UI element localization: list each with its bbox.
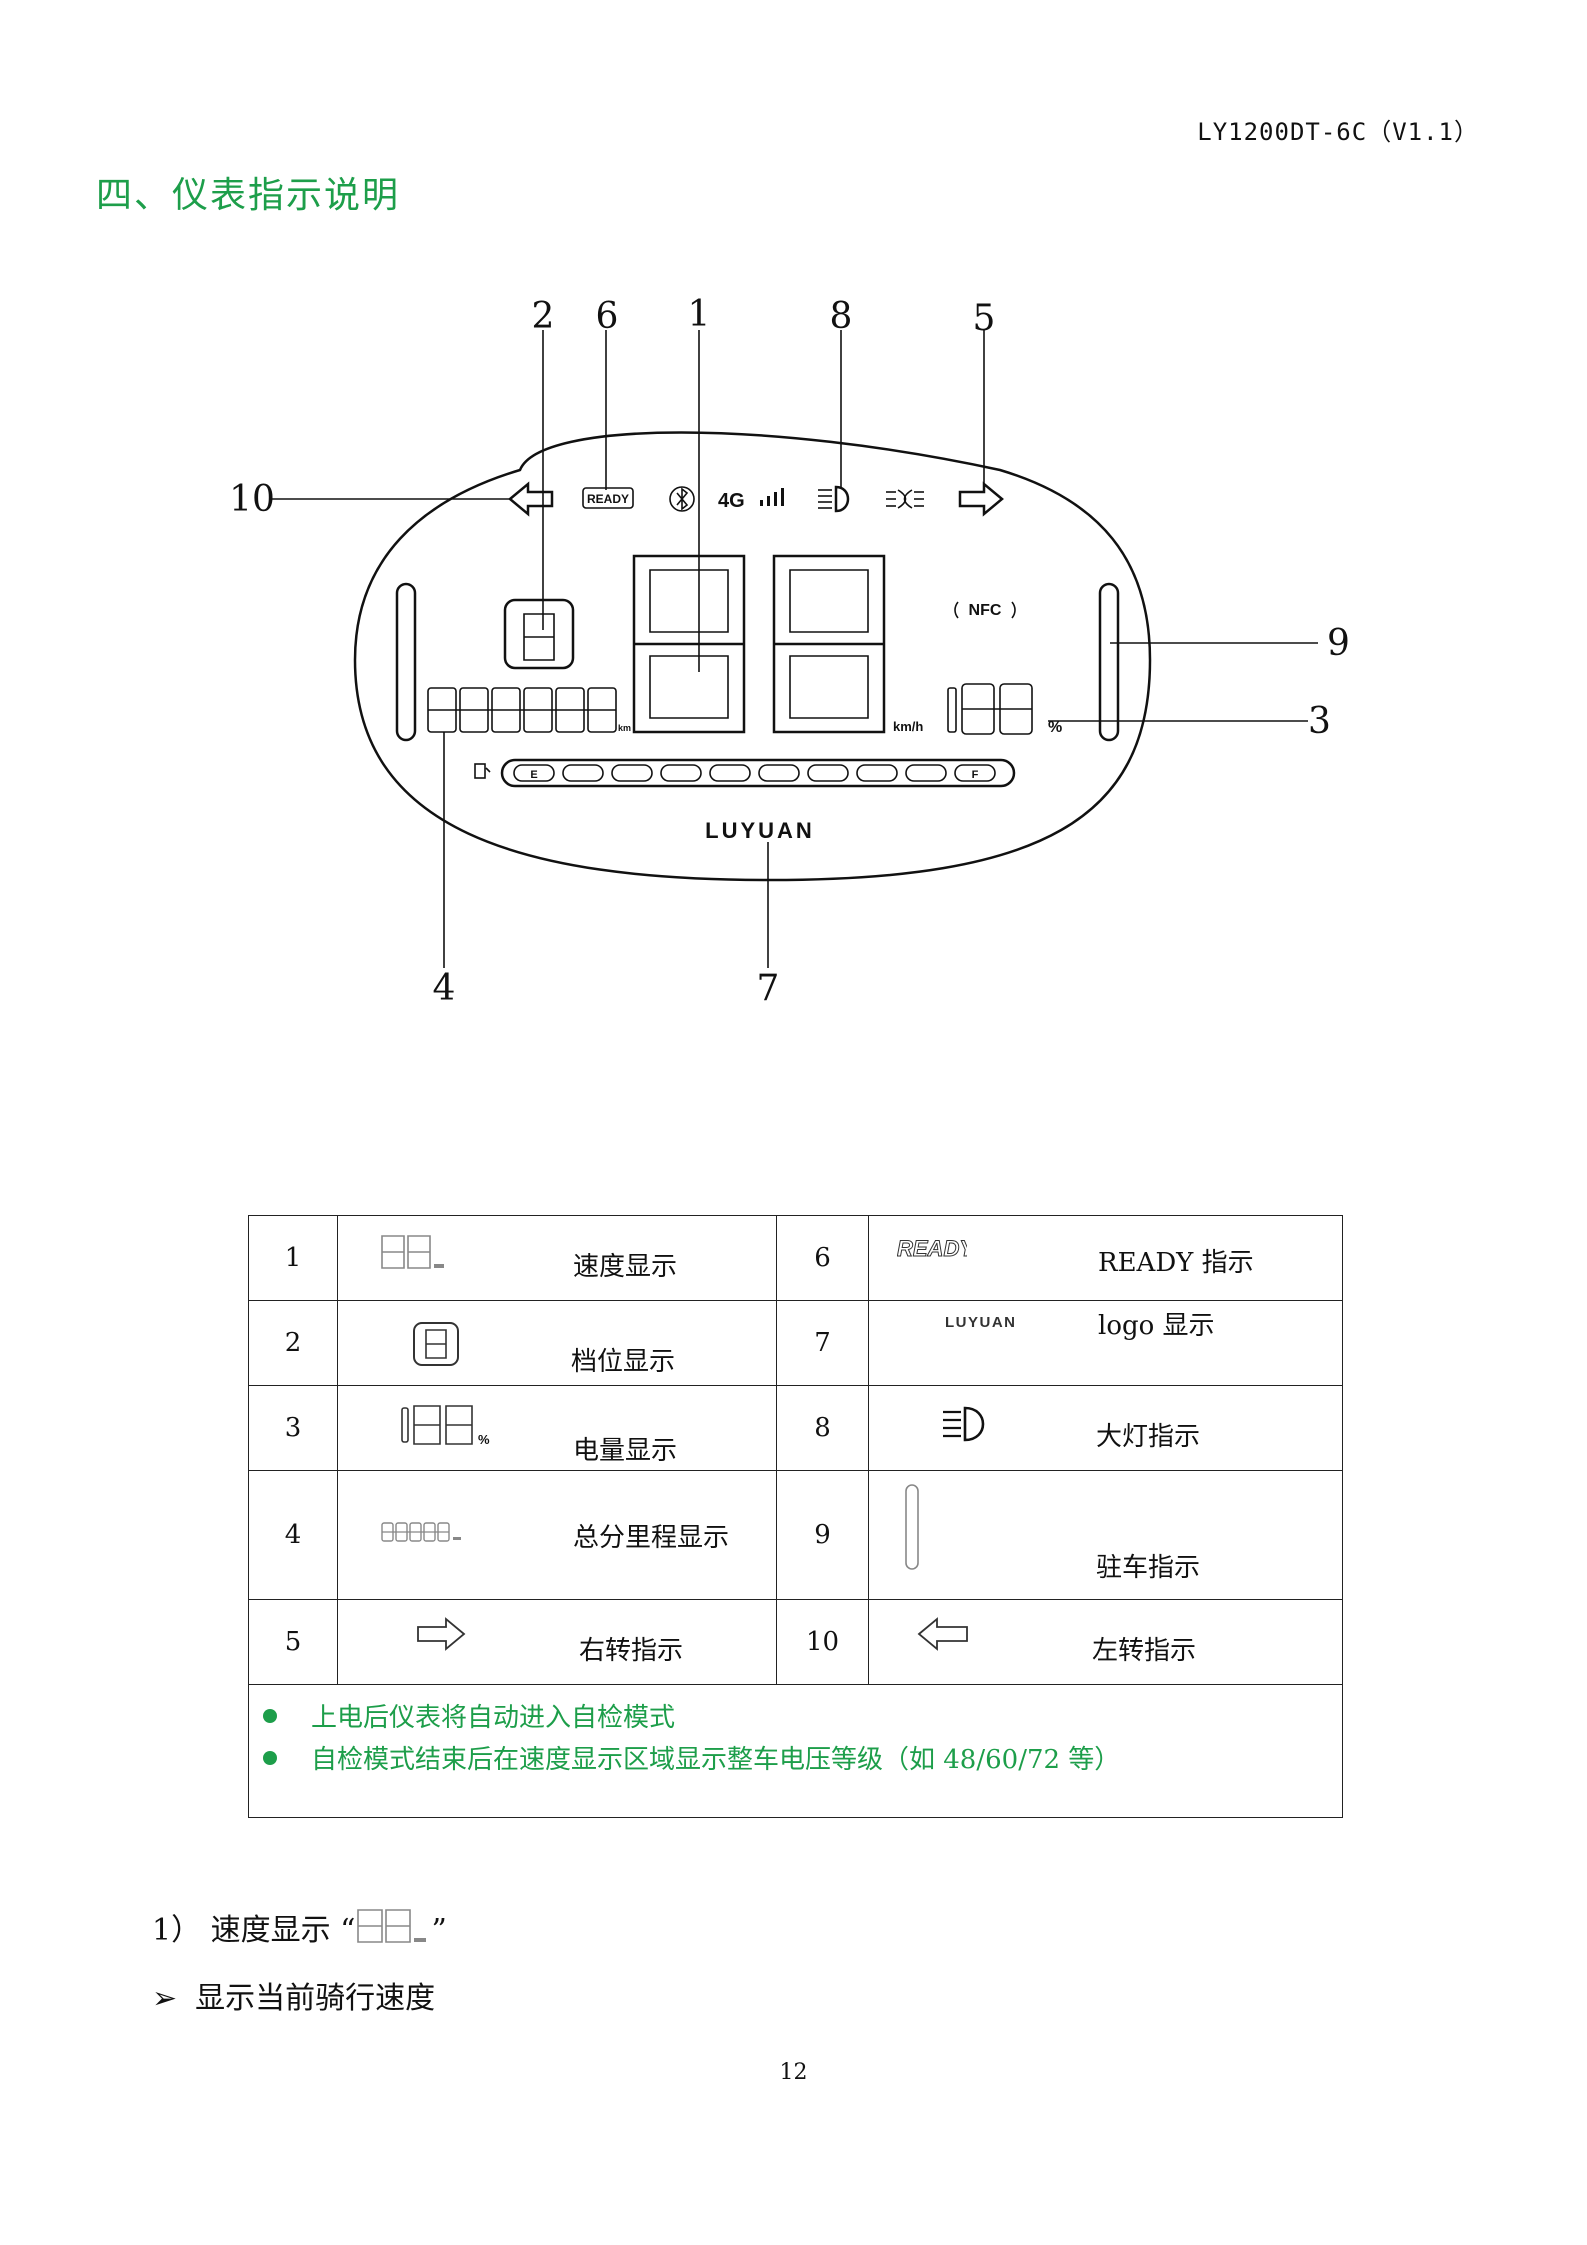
callout-3: 3 xyxy=(1308,701,1331,742)
legend-num: 3 xyxy=(248,1385,338,1471)
legend-label: 速度显示 xyxy=(573,1252,678,1282)
legend-num: 5 xyxy=(248,1599,338,1685)
bullet-icon xyxy=(263,1709,277,1723)
item-speed-desc: ➢显示当前骑行速度 xyxy=(152,1981,436,2016)
legend-label: READY 指示 xyxy=(1098,1248,1254,1278)
battery-percent-digits xyxy=(947,683,1033,735)
legend-label: 档位显示 xyxy=(571,1347,676,1377)
callout-10: 10 xyxy=(229,479,275,520)
left-turn-icon xyxy=(508,481,554,517)
odometer-icon xyxy=(381,1522,461,1542)
legend-num: 4 xyxy=(248,1470,338,1600)
battery-bar-segments xyxy=(513,764,996,782)
parking-indicator-icon xyxy=(905,1484,919,1570)
odometer-digits xyxy=(427,687,617,733)
legend-row: 4 总分里程显示 9 驻车指示 xyxy=(248,1470,1343,1600)
legend-label: 电量显示 xyxy=(573,1436,678,1466)
battery-bar-empty-label: E xyxy=(530,769,537,781)
legend-label: 左转指示 xyxy=(1092,1636,1197,1666)
odometer-unit: km xyxy=(618,723,631,733)
legend-num: 6 xyxy=(776,1215,869,1301)
bullet-icon xyxy=(263,1751,277,1765)
indicator-legend-table: 1 速度显示 6 READY READY 指示 2 档位显示 7 xyxy=(248,1215,1343,1818)
callout-4: 4 xyxy=(433,968,456,1009)
right-turn-icon xyxy=(417,1617,466,1651)
legend-num: 7 xyxy=(776,1300,869,1386)
bluetooth-icon xyxy=(669,486,695,512)
speed-unit: km/h xyxy=(893,719,923,734)
signal-icon-text: 4G xyxy=(718,490,745,512)
gear-display xyxy=(503,598,575,670)
callout-8: 8 xyxy=(830,296,853,337)
callout-1: 1 xyxy=(688,294,711,335)
note-item: 上电后仪表将自动进入自检模式 xyxy=(263,1697,675,1734)
svg-text:LUYUAN: LUYUAN xyxy=(945,1314,1017,1331)
nfc-icon: NFC xyxy=(954,601,1016,619)
brand-logo: LUYUAN xyxy=(705,818,815,843)
svg-text:READY: READY xyxy=(897,1236,967,1261)
legend-label: 驻车指示 xyxy=(1096,1553,1201,1583)
legend-num: 9 xyxy=(776,1470,869,1600)
gear-icon xyxy=(413,1322,459,1366)
note-item: 自检模式结束后在速度显示区域显示整车电压等级（如 48/60/72 等） xyxy=(263,1739,1120,1776)
callout-2: 2 xyxy=(532,296,555,337)
legend-row: 5 右转指示 10 左转指示 xyxy=(248,1599,1343,1685)
ready-icon-text: READY xyxy=(587,492,629,506)
headlight-icon xyxy=(943,1406,985,1442)
left-turn-icon xyxy=(917,1617,968,1651)
item-speed-display: 1） 速度显示 “ ” xyxy=(152,1905,447,1949)
callout-5: 5 xyxy=(973,298,996,339)
ready-icon: READY xyxy=(582,487,634,509)
parking-indicator-right xyxy=(1098,582,1120,742)
fog-light-icon xyxy=(886,489,924,509)
parking-indicator-left xyxy=(395,582,417,742)
battery-bar-frame xyxy=(500,758,1016,788)
legend-label: logo 显示 xyxy=(1098,1311,1215,1341)
battery-percent-icon: % xyxy=(401,1405,490,1447)
headlight-icon xyxy=(818,485,850,513)
speed-digits xyxy=(632,554,886,734)
legend-row: 3 % 电量显示 8 大灯指示 xyxy=(248,1385,1343,1471)
legend-num: 10 xyxy=(776,1599,869,1685)
callout-lines xyxy=(272,330,1318,968)
fuel-pump-icon xyxy=(474,763,491,779)
speed-digits-icon xyxy=(381,1235,444,1269)
document-code: LY1200DT-6C（V1.1） xyxy=(1197,118,1479,146)
legend-label: 总分里程显示 xyxy=(573,1523,730,1553)
speed-digits-icon xyxy=(356,1909,426,1943)
page-number: 12 xyxy=(779,2060,808,2085)
svg-text:%: % xyxy=(478,1432,490,1447)
legend-num: 8 xyxy=(776,1385,869,1471)
callout-9: 9 xyxy=(1327,623,1350,664)
legend-num: 2 xyxy=(248,1300,338,1386)
callout-6: 6 xyxy=(596,296,619,337)
section-title: 四、仪表指示说明 xyxy=(96,175,401,216)
dashboard-diagram: READY 4G km xyxy=(229,294,1350,1009)
ready-icon: READY xyxy=(897,1236,967,1262)
nfc-icon-text: NFC xyxy=(969,602,1002,619)
brand-logo-icon: LUYUAN xyxy=(945,1314,1017,1331)
legend-label: 右转指示 xyxy=(579,1636,684,1666)
legend-row: 1 速度显示 6 READY READY 指示 xyxy=(248,1215,1343,1301)
legend-row: 2 档位显示 7 LUYUAN logo 显示 xyxy=(248,1300,1343,1386)
callout-7: 7 xyxy=(757,968,780,1009)
dashboard-outline xyxy=(353,431,1152,882)
battery-percent-unit: % xyxy=(1048,719,1062,736)
arrow-bullet-icon: ➢ xyxy=(152,1981,178,2016)
right-turn-icon xyxy=(958,481,1004,517)
legend-label: 大灯指示 xyxy=(1096,1422,1201,1452)
legend-notes-row: 上电后仪表将自动进入自检模式 自检模式结束后在速度显示区域显示整车电压等级（如 … xyxy=(248,1684,1343,1818)
signal-icon: 4G xyxy=(718,488,784,512)
battery-bar-full-label: F xyxy=(972,769,979,781)
legend-num: 1 xyxy=(248,1215,338,1301)
